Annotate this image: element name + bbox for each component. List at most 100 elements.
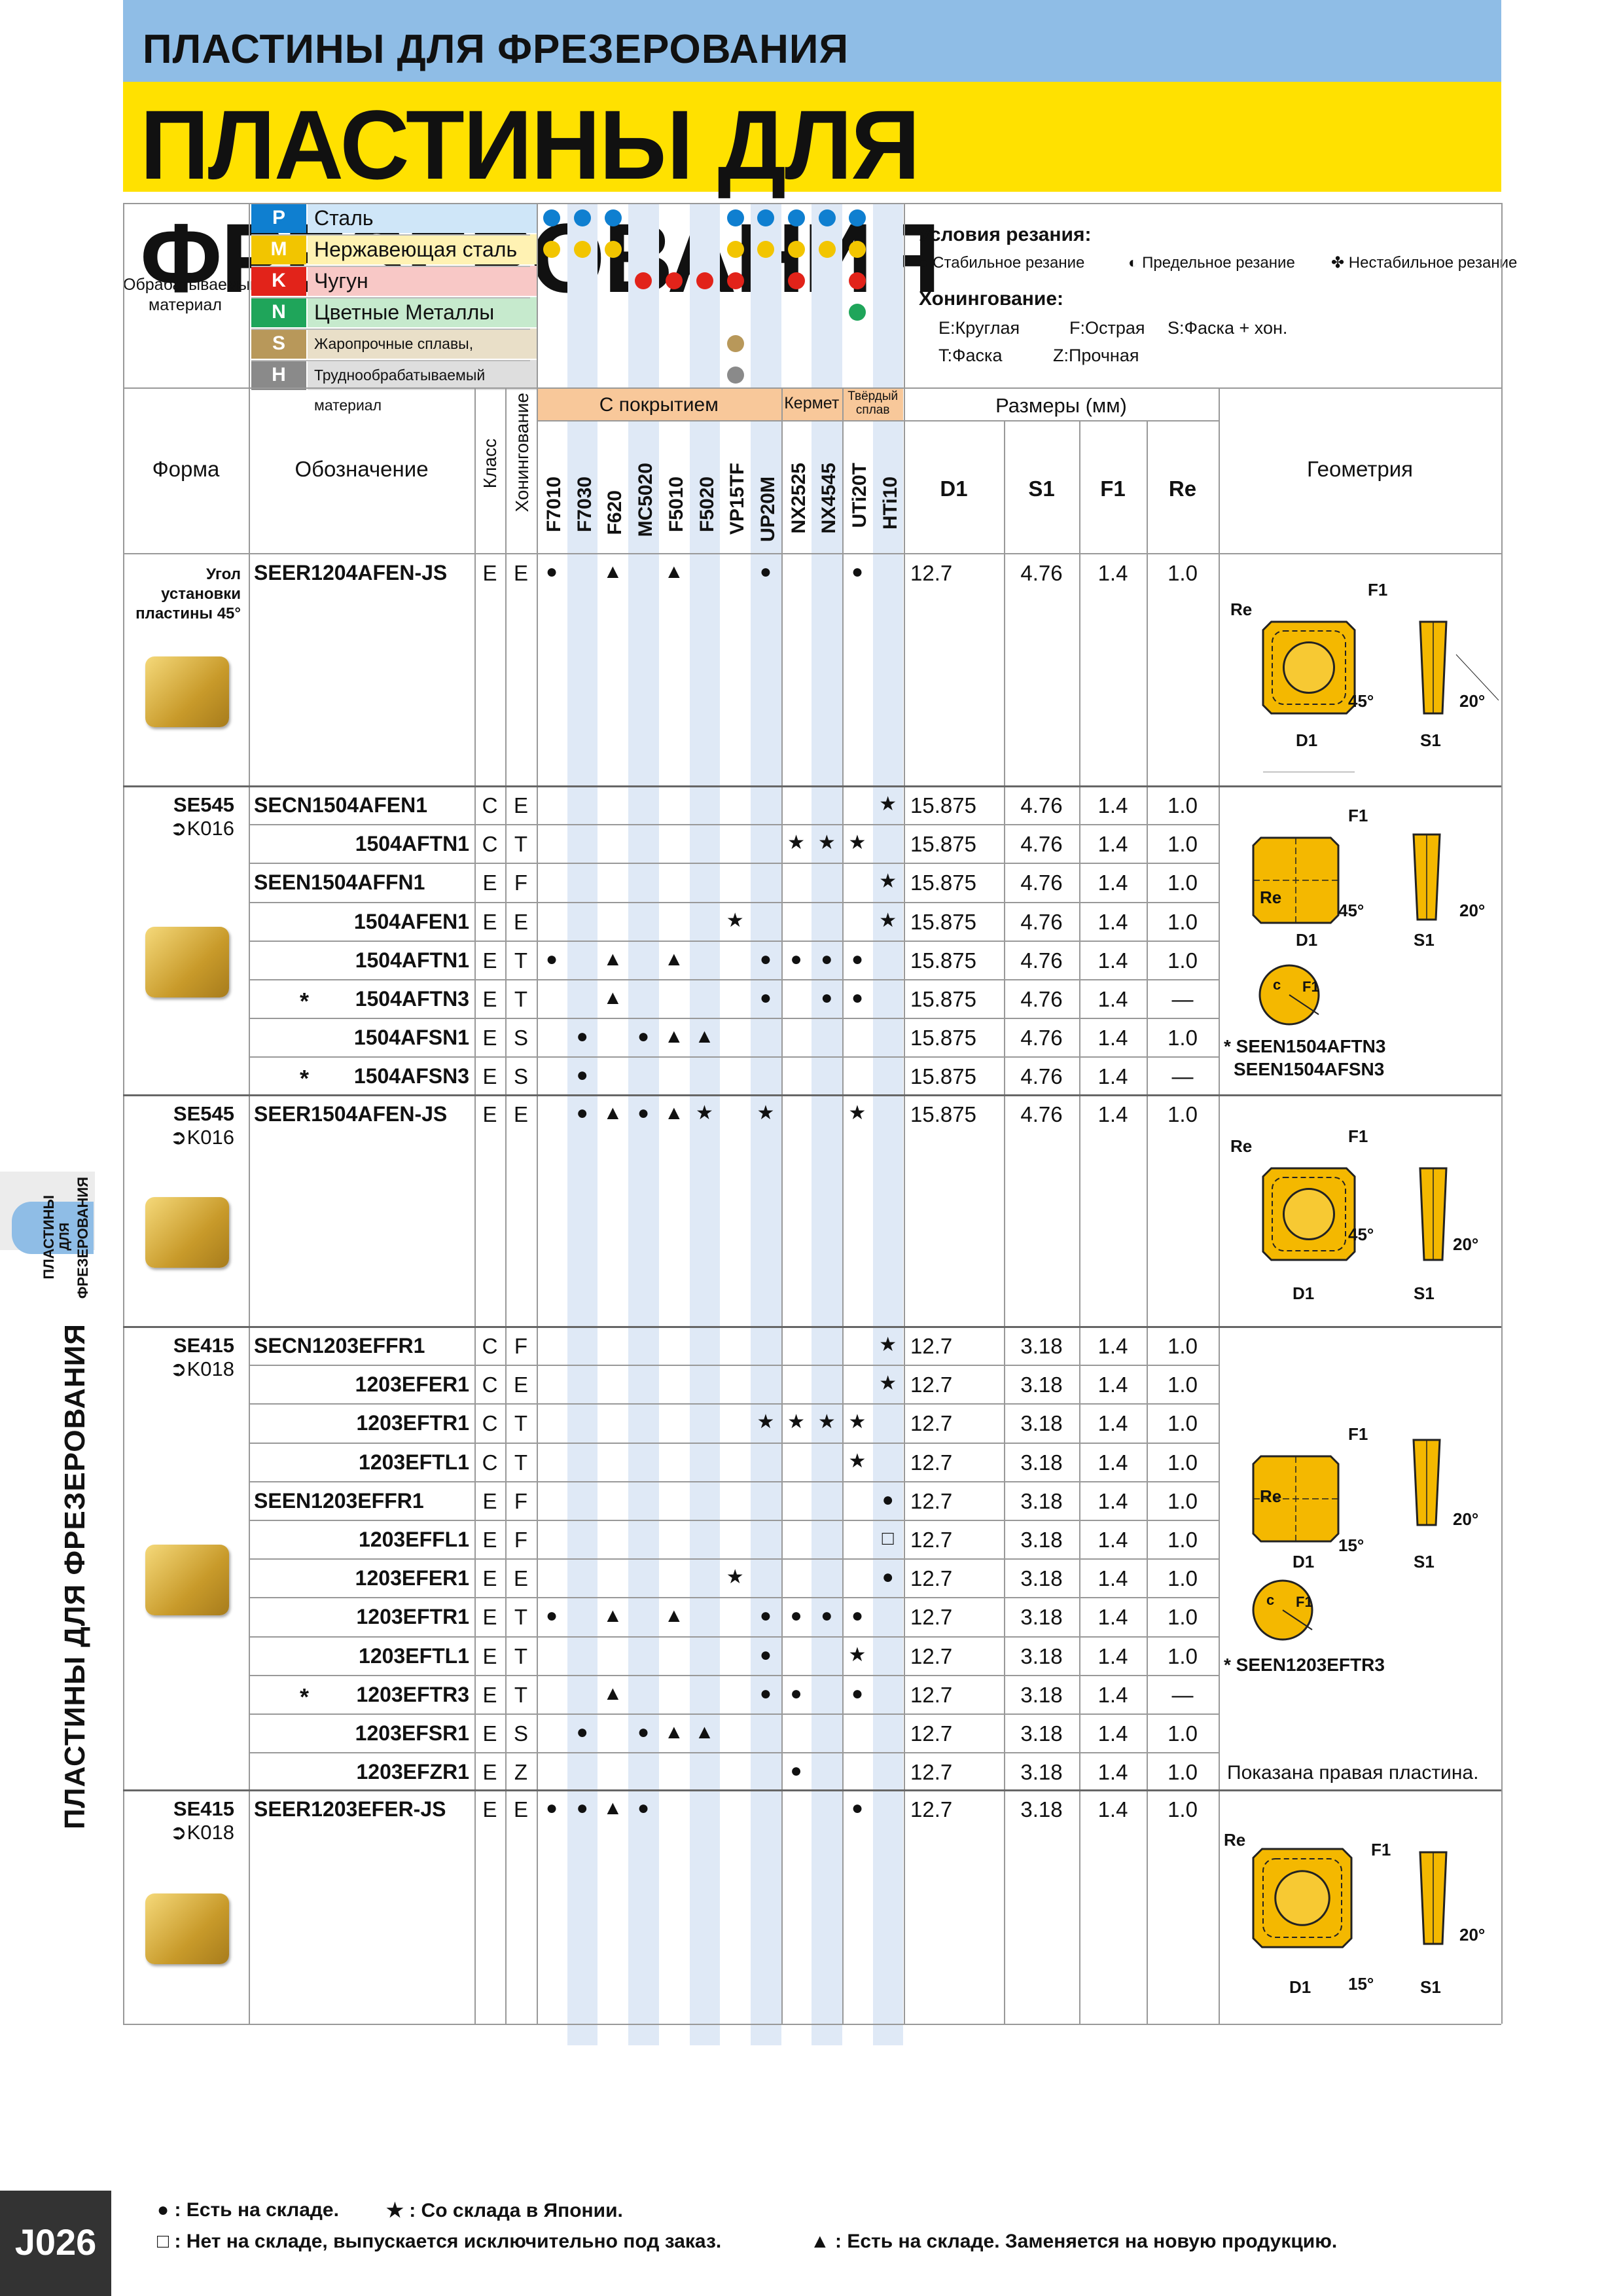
- size-d1: 12.7: [910, 1411, 953, 1436]
- availability-mark: ▲: [664, 1721, 684, 1743]
- material-applicability-dot: [726, 335, 744, 352]
- form-label: SE545: [173, 1102, 234, 1125]
- size-f1: 1.4: [1097, 793, 1128, 817]
- table-divider: [781, 387, 783, 2024]
- size-re: —: [1171, 1682, 1194, 1707]
- material-applicability-dot: [635, 272, 652, 289]
- size-d1: 12.7: [910, 1605, 953, 1630]
- new-item-asterisk: *: [300, 1683, 310, 1710]
- form-label: SE545: [173, 793, 234, 816]
- insert-honing: E: [513, 1797, 528, 1821]
- geometry-note: Показана правая пластина.: [1227, 1762, 1479, 1784]
- column-carbide: Твёрдый сплав: [847, 389, 899, 417]
- material-applicability-dot: [604, 241, 622, 258]
- geometry-note: * SEEN1203EFTR3: [1224, 1655, 1385, 1675]
- availability-mark: ●: [759, 1643, 772, 1666]
- svg-text:F1: F1: [1302, 978, 1319, 995]
- insert-class: E: [482, 561, 497, 585]
- svg-text:20°: 20°: [1453, 1234, 1478, 1254]
- svg-text:S1: S1: [1420, 730, 1441, 750]
- material-name-n: Цветные Металлы: [308, 297, 537, 327]
- legend-order-only: □ : Нет на складе, выпускается исключите…: [157, 2231, 722, 2252]
- insert-honing: T: [514, 948, 528, 973]
- size-f1: 1.4: [1097, 948, 1128, 973]
- catalog-ref-link[interactable]: ➲K016: [169, 1126, 234, 1149]
- size-f1: 1.4: [1097, 1102, 1128, 1126]
- insert-honing: T: [514, 832, 528, 857]
- size-d1: 12.7: [910, 1797, 953, 1821]
- header-band: ПЛАСТИНЫ ДЛЯ ФРЕЗЕРОВАНИЯ: [123, 0, 1501, 82]
- row-border: [249, 1480, 1219, 1482]
- size-d1: 12.7: [910, 1528, 953, 1552]
- svg-text:F1: F1: [1348, 1126, 1368, 1146]
- availability-mark: ★: [848, 1102, 866, 1124]
- availability-mark: ●: [576, 1026, 588, 1048]
- grade-header-f7030: F7030: [573, 476, 596, 533]
- svg-text:Re: Re: [1260, 888, 1281, 907]
- size-re: 1.0: [1168, 561, 1198, 585]
- size-d1: 12.7: [910, 1760, 953, 1785]
- insert-photo: [145, 656, 229, 727]
- insert-class: E: [482, 1488, 497, 1513]
- honing-z: Z:Прочная: [1053, 346, 1139, 365]
- insert-class: E: [482, 1102, 497, 1126]
- size-re: 1.0: [1168, 1372, 1198, 1397]
- material-applicability-dot: [849, 272, 866, 289]
- column-designation: Обозначение: [294, 457, 429, 481]
- size-re: 1.0: [1168, 1411, 1198, 1436]
- availability-mark: ★: [848, 1411, 866, 1433]
- grade-column-shade: [567, 203, 598, 2045]
- insert-honing: E: [513, 1102, 528, 1126]
- size-d1: 15.875: [910, 1026, 976, 1050]
- row-border: [249, 1597, 1219, 1599]
- availability-mark: ●: [759, 561, 772, 583]
- material-row-border: [251, 266, 530, 267]
- insert-photo: [145, 1545, 229, 1615]
- svg-text:15°: 15°: [1348, 1974, 1374, 1994]
- row-border: [249, 1713, 1219, 1715]
- size-re: 1.0: [1168, 1450, 1198, 1475]
- header-sub-border: [537, 420, 1219, 422]
- insert-class: C: [482, 1450, 498, 1475]
- insert-class: E: [482, 1566, 497, 1591]
- availability-mark: ▲: [603, 987, 623, 1009]
- material-name-m: Нержавеющая сталь: [308, 234, 537, 264]
- availability-mark: ★: [848, 1450, 866, 1472]
- material-name-s: Жаропрочные сплавы, Титановые сплавы: [308, 329, 537, 382]
- insert-class: C: [482, 1411, 498, 1436]
- size-f1: 1.4: [1097, 1760, 1128, 1785]
- material-code-s: S: [251, 329, 306, 359]
- material-code-p: P: [251, 203, 306, 233]
- carbide-header-bg: [842, 387, 904, 420]
- size-f1: 1.4: [1097, 870, 1128, 895]
- availability-mark: ▲: [603, 1102, 623, 1124]
- insert-class: E: [482, 987, 497, 1011]
- catalog-ref-link[interactable]: ➲K018: [169, 1821, 234, 1844]
- insert-designation: 1203EFFL1: [359, 1528, 469, 1551]
- material-code-n: N: [251, 297, 306, 327]
- catalog-ref-link[interactable]: ➲K018: [169, 1357, 234, 1380]
- insert-class: E: [482, 870, 497, 895]
- svg-text:D1: D1: [1293, 1283, 1314, 1303]
- availability-mark: ●: [790, 948, 802, 970]
- insert-honing: S: [513, 1064, 528, 1089]
- availability-mark: ★: [817, 1411, 836, 1433]
- insert-class: E: [482, 1682, 497, 1707]
- size-f1: 1.4: [1097, 1026, 1128, 1050]
- availability-mark: ●: [759, 948, 772, 970]
- grade-header-mc5020: MC5020: [635, 463, 657, 537]
- svg-text:45°: 45°: [1348, 1225, 1374, 1244]
- size-d1: 15.875: [910, 832, 976, 857]
- size-re: 1.0: [1168, 1721, 1198, 1746]
- table-border: [123, 553, 1501, 554]
- catalog-ref-link[interactable]: ➲K016: [169, 817, 234, 840]
- table-divider: [1004, 420, 1005, 2024]
- size-f1: 1.4: [1097, 561, 1128, 585]
- material-row-border: [251, 329, 530, 330]
- insert-honing: E: [513, 793, 528, 817]
